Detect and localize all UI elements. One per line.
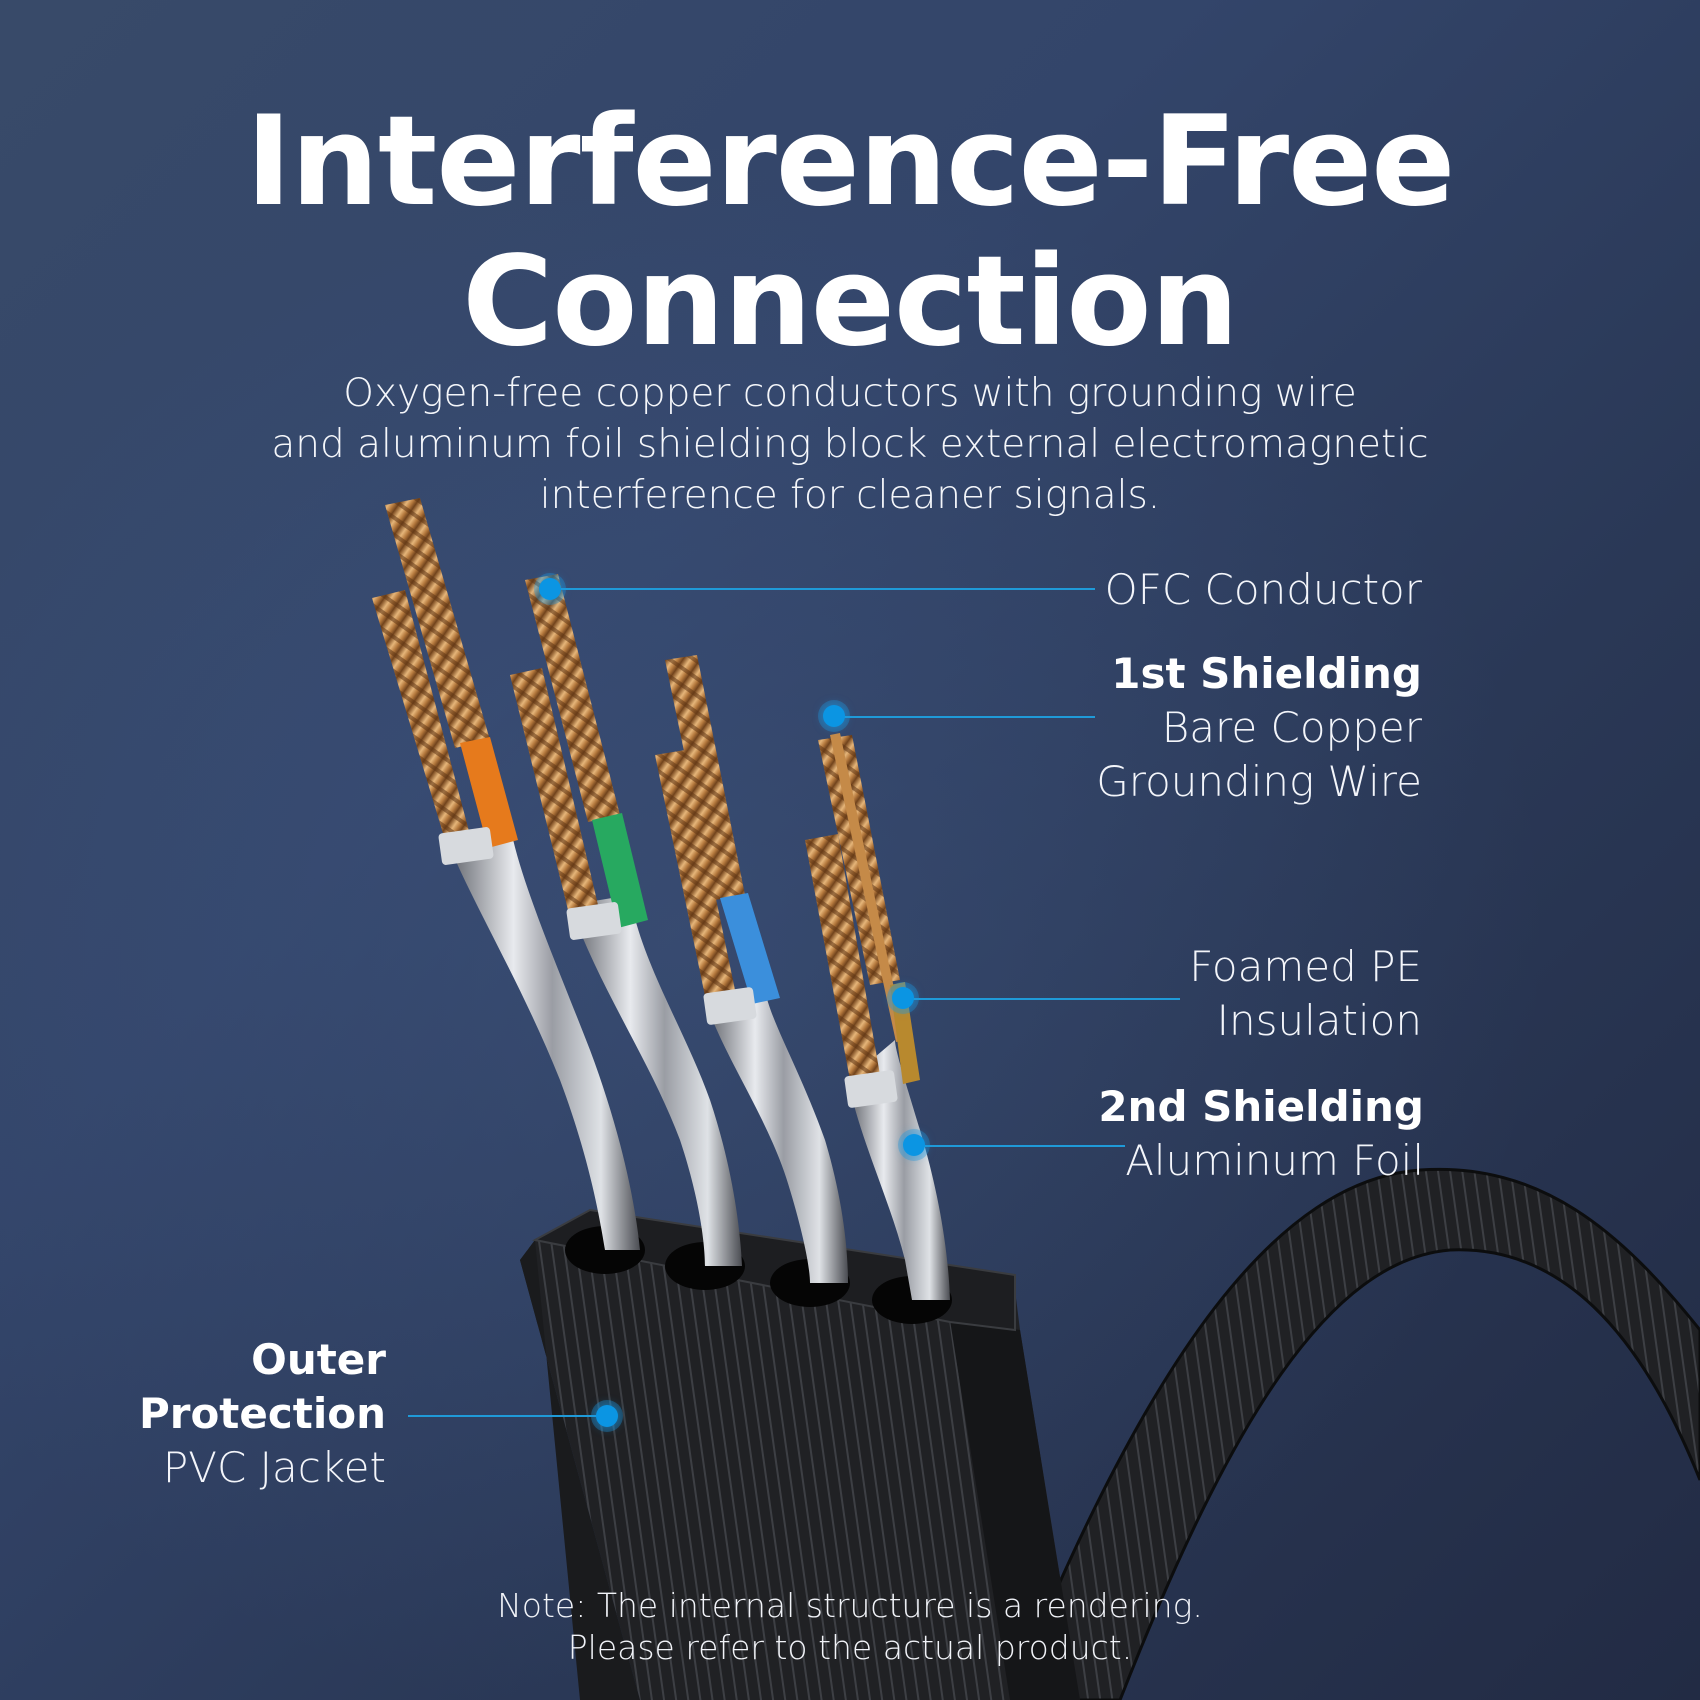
callout-foamed-pe-insulation: Foamed PE Insulation: [1189, 940, 1422, 1048]
headline: Interference-Free Connection: [0, 92, 1700, 372]
shield1-line-2: Grounding Wire: [1096, 757, 1422, 806]
ofc-leader-line: [550, 588, 1095, 590]
description-line-2: and aluminum foil shielding block extern…: [271, 422, 1429, 467]
ofc-label: OFC Conductor: [1104, 565, 1422, 614]
description: Oxygen-free copper conductors with groun…: [0, 368, 1700, 521]
shield2-leader-line: [915, 1145, 1125, 1147]
headline-line-2: Connection: [462, 230, 1239, 374]
outer-marker-dot: [596, 1405, 618, 1427]
insulation-line-1: Foamed PE: [1189, 942, 1422, 991]
note-line-1: Note: The internal structure is a render…: [497, 1586, 1203, 1625]
insulation-line-2: Insulation: [1216, 996, 1422, 1045]
disclaimer-note: Note: The internal structure is a render…: [0, 1585, 1700, 1669]
ofc-marker-dot: [539, 578, 561, 600]
colored-insulation: [460, 737, 920, 1084]
shield1-leader-line: [835, 716, 1095, 718]
insulation-leader-line: [905, 998, 1180, 1000]
green-insulation: [592, 813, 648, 928]
foil-rings: [438, 827, 898, 1108]
outer-line-1: PVC Jacket: [162, 1443, 386, 1492]
callout-ofc-conductor: OFC Conductor: [1105, 563, 1422, 617]
outer-title-2: Protection: [138, 1389, 386, 1438]
note-line-2: Please refer to the actual product.: [567, 1628, 1133, 1667]
shield2-marker-dot: [903, 1134, 925, 1156]
foil-shields: [445, 825, 950, 1300]
outer-leader-line: [408, 1415, 603, 1417]
callout-second-shielding: 2nd Shielding Aluminum Foil: [1098, 1080, 1424, 1188]
description-line-3: interference for cleaner signals.: [539, 473, 1161, 518]
shield1-title: 1st Shielding: [1111, 649, 1422, 698]
description-line-1: Oxygen-free copper conductors with groun…: [343, 371, 1357, 416]
callout-outer-protection: Outer Protection PVC Jacket: [139, 1333, 386, 1495]
headline-line-1: Interference-Free: [245, 90, 1456, 234]
insulation-marker-dot: [892, 987, 914, 1009]
shield1-marker-dot: [823, 705, 845, 727]
shield2-line-1: Aluminum Foil: [1125, 1136, 1424, 1185]
cable-loop: [1008, 1167, 1700, 1700]
orange-insulation: [460, 737, 518, 848]
shield1-line-1: Bare Copper: [1161, 703, 1422, 752]
copper-conductors: [372, 498, 905, 1080]
blue-insulation: [720, 893, 780, 1004]
callout-first-shielding: 1st Shielding Bare Copper Grounding Wire: [1096, 647, 1422, 809]
shield2-title: 2nd Shielding: [1098, 1082, 1424, 1131]
outer-title-1: Outer: [251, 1335, 386, 1384]
